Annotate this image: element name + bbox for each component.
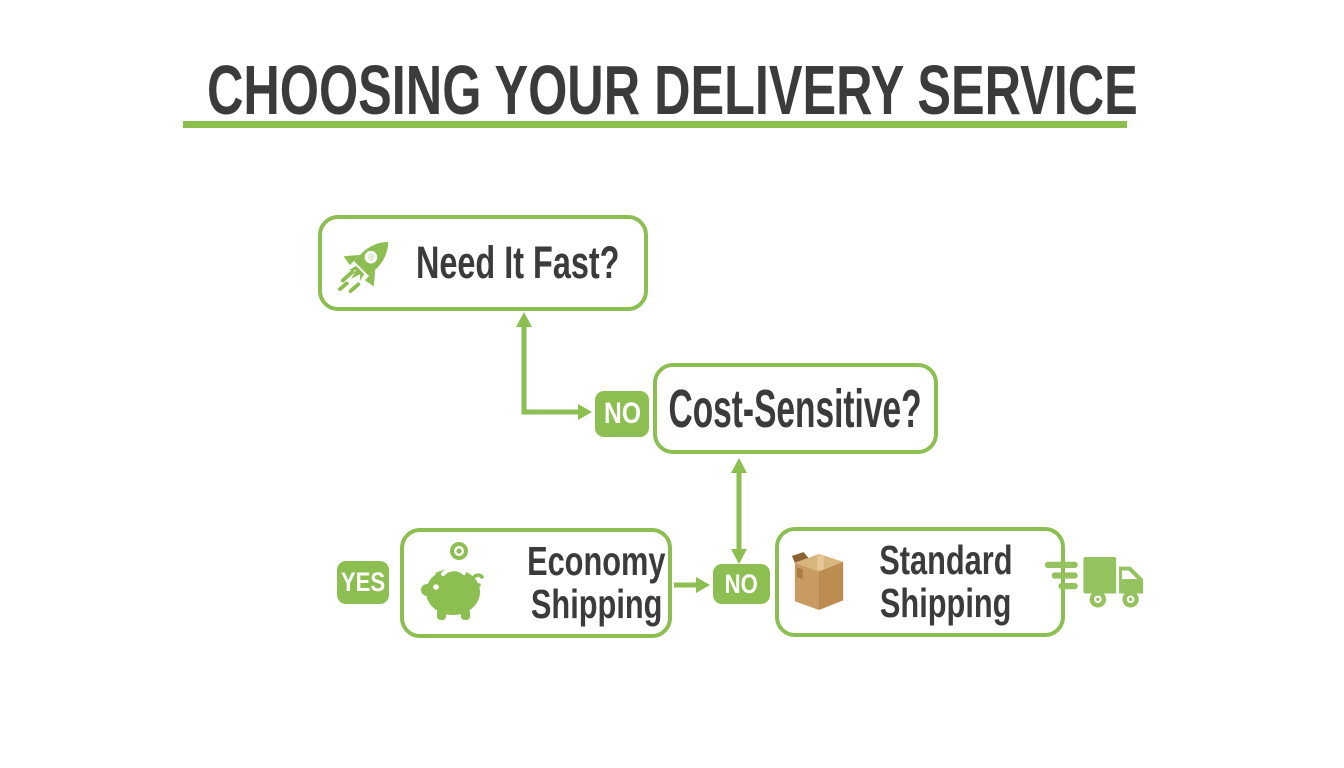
- badge-no2-label: NO: [724, 568, 759, 599]
- node-economy-shipping-label: Economy Shipping: [504, 537, 689, 627]
- badge-no-to-standard: NO: [713, 564, 770, 604]
- node-cost-sensitive-label: Cost-Sensitive?: [668, 378, 923, 439]
- standard-label-line1: Standard: [879, 536, 1013, 583]
- badge-no1-label: NO: [603, 397, 641, 430]
- page-title-text: CHOOSING YOUR DELIVERY SERVICE: [206, 51, 1138, 129]
- node-economy-shipping: Economy Shipping: [400, 528, 672, 638]
- title-underline: [183, 121, 1127, 128]
- badge-yes-to-economy: YES: [337, 561, 389, 604]
- arrowhead-right-no1: [578, 404, 592, 420]
- economy-label-line2: Shipping: [530, 581, 663, 627]
- node-standard-shipping: Standard Shipping: [775, 527, 1143, 637]
- standard-label-line2: Shipping: [880, 580, 1012, 626]
- page-title: CHOOSING YOUR DELIVERY SERVICE: [0, 50, 1344, 130]
- piggy-bank-icon: [421, 542, 484, 620]
- arrowhead-up-cost: [731, 458, 747, 473]
- arrowhead-right-no2: [696, 577, 710, 593]
- package-icon: [791, 552, 844, 610]
- badge-no-to-need-it-fast: NO: [595, 391, 649, 437]
- arrowhead-up-need: [516, 312, 532, 327]
- badge-yes-label: YES: [340, 567, 386, 597]
- arrowhead-down-no2: [731, 549, 747, 564]
- rocket-icon: [338, 241, 389, 294]
- node-standard-shipping-label: Standard Shipping: [857, 536, 1035, 626]
- node-cost-sensitive: Cost-Sensitive?: [653, 363, 938, 454]
- delivery-truck-icon: [1044, 557, 1143, 608]
- node-need-it-fast-label: Need It Fast?: [416, 237, 620, 288]
- economy-label-line1: Economy: [527, 537, 666, 584]
- connector-cost-to-need: [521, 324, 578, 415]
- node-need-it-fast: Need It Fast?: [318, 215, 648, 311]
